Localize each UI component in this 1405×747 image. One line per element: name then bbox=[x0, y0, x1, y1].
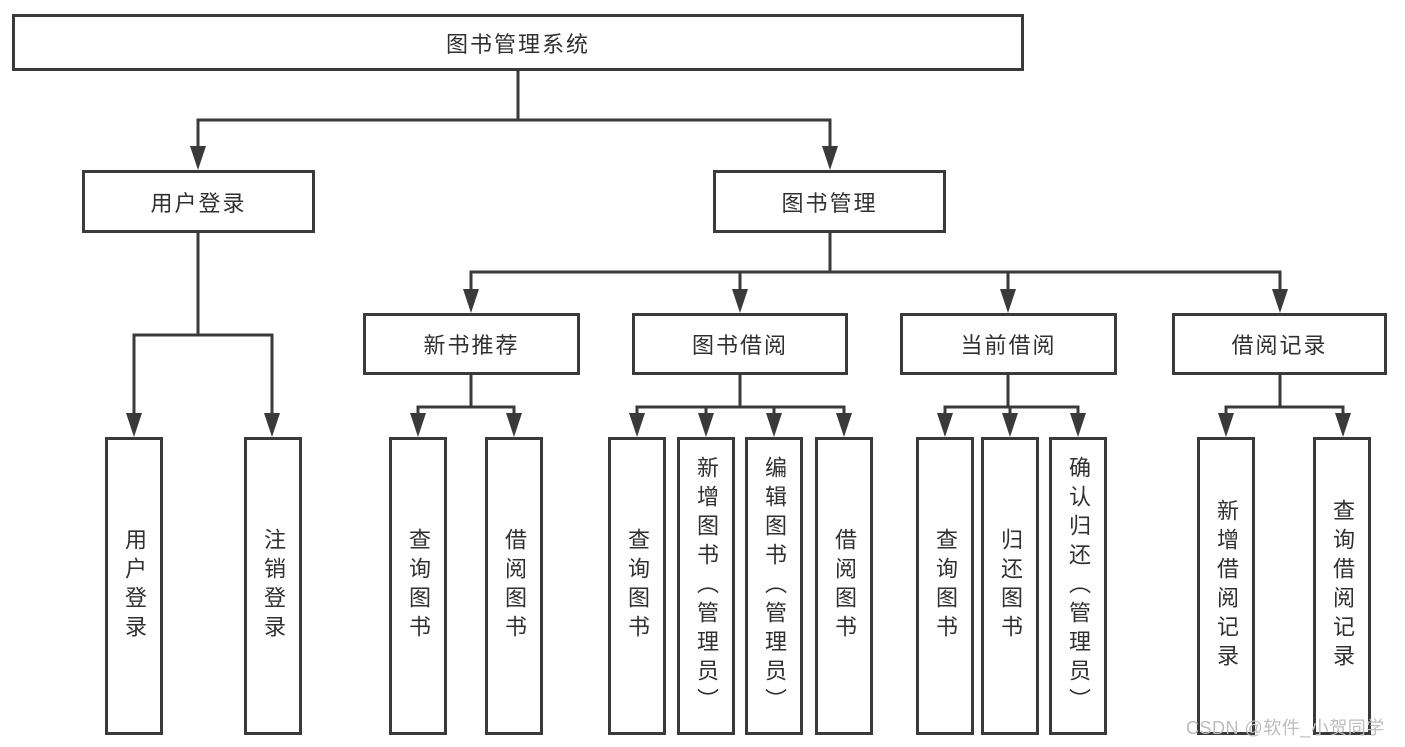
node-label: 新增图书（管理员） bbox=[694, 455, 719, 717]
leaf-add-borrow-record: 新增借阅记录 bbox=[1197, 437, 1255, 735]
node-label: 编辑图书（管理员） bbox=[762, 455, 787, 717]
leaf-confirm-return-admin: 确认归还（管理员） bbox=[1049, 437, 1107, 735]
node-book-borrowing: 图书借阅 bbox=[632, 313, 848, 375]
node-label: 用户登录 bbox=[150, 190, 247, 216]
node-label: 查询图书 bbox=[406, 528, 431, 644]
node-label: 用户登录 bbox=[122, 528, 147, 644]
node-label: 查询借阅记录 bbox=[1330, 499, 1355, 673]
node-label: 图书管理 bbox=[781, 190, 878, 216]
leaf-logout: 注销登录 bbox=[244, 437, 302, 735]
node-borrowing-records: 借阅记录 bbox=[1172, 313, 1387, 375]
node-user-login: 用户登录 bbox=[82, 170, 315, 233]
node-label: 新增借阅记录 bbox=[1214, 499, 1239, 673]
node-label: 当前借阅 bbox=[960, 333, 1057, 358]
leaf-user-login: 用户登录 bbox=[105, 437, 163, 735]
node-label: 新书推荐 bbox=[423, 333, 520, 358]
leaf-borrow-books: 借阅图书 bbox=[485, 437, 543, 735]
leaf-query-borrow-record: 查询借阅记录 bbox=[1313, 437, 1371, 735]
node-library-management-system: 图书管理系统 bbox=[12, 14, 1024, 71]
arrowheads bbox=[126, 146, 1351, 437]
leaf-borrow-books: 借阅图书 bbox=[815, 437, 873, 735]
node-label: 查询图书 bbox=[933, 528, 958, 644]
node-current-borrowing: 当前借阅 bbox=[900, 313, 1117, 375]
leaf-query-books: 查询图书 bbox=[389, 437, 447, 735]
leaf-query-books: 查询图书 bbox=[916, 437, 974, 735]
leaf-query-books: 查询图书 bbox=[608, 437, 666, 735]
node-label: 确认归还（管理员） bbox=[1066, 455, 1091, 717]
node-new-book-recommend: 新书推荐 bbox=[363, 313, 580, 375]
csdn-watermark: CSDN @软件_小贺同学 bbox=[1186, 718, 1385, 738]
node-label: 图书管理系统 bbox=[445, 31, 590, 57]
node-label: 借阅记录 bbox=[1231, 333, 1328, 358]
leaf-return-books: 归还图书 bbox=[981, 437, 1039, 735]
node-label: 借阅图书 bbox=[502, 528, 527, 644]
node-label: 注销登录 bbox=[261, 528, 286, 644]
node-label: 借阅图书 bbox=[832, 528, 857, 644]
leaf-edit-books-admin: 编辑图书（管理员） bbox=[745, 437, 803, 735]
node-book-management: 图书管理 bbox=[713, 170, 946, 233]
node-label: 图书借阅 bbox=[691, 333, 788, 358]
node-label: 归还图书 bbox=[998, 528, 1023, 644]
leaf-add-books-admin: 新增图书（管理员） bbox=[677, 437, 735, 735]
node-label: 查询图书 bbox=[625, 528, 650, 644]
